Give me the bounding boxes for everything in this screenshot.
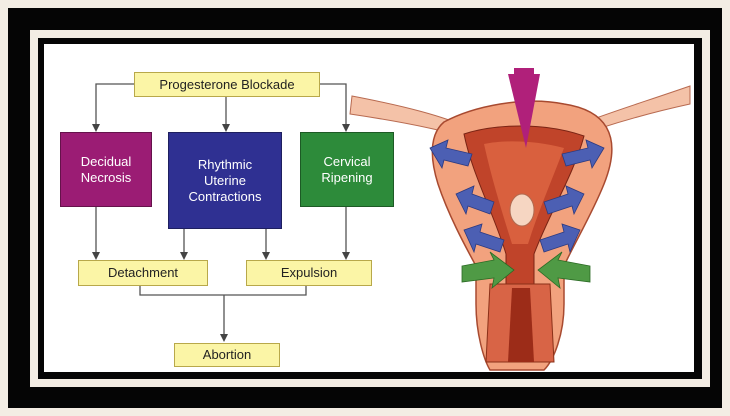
uterus-illustration xyxy=(44,44,694,372)
figure-canvas: Progesterone Blockade Decidual Necrosis … xyxy=(44,44,694,372)
gestational-sac xyxy=(510,194,534,226)
